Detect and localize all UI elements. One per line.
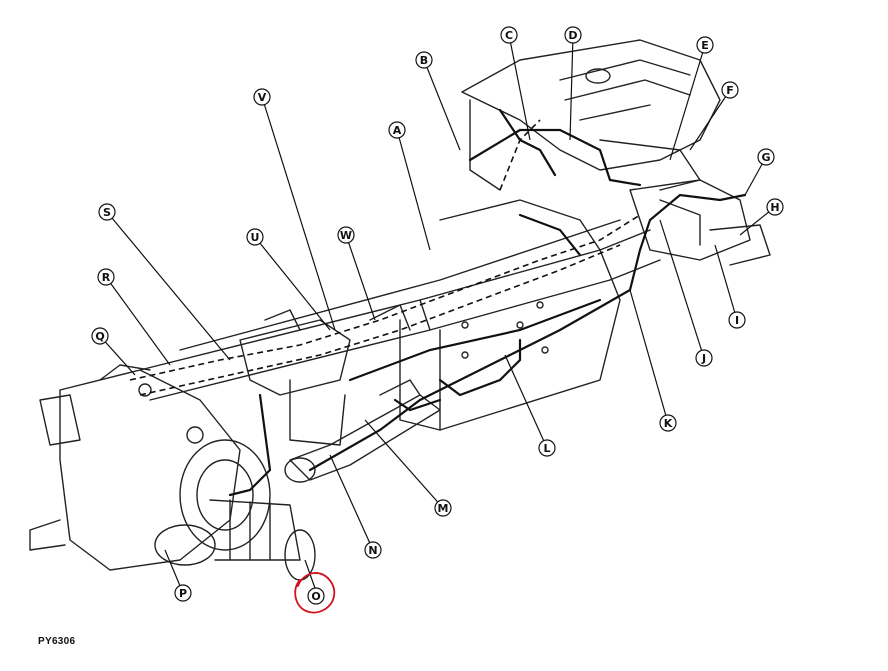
svg-text:N: N — [368, 544, 377, 557]
callout-P: P — [174, 584, 192, 602]
svg-text:I: I — [735, 314, 739, 327]
svg-text:F: F — [726, 84, 734, 97]
svg-text:D: D — [568, 29, 577, 42]
callout-C: C — [500, 26, 518, 44]
callout-N: N — [364, 541, 382, 559]
callout-W: W — [337, 226, 355, 244]
callout-F: F — [721, 81, 739, 99]
callout-R: R — [97, 268, 115, 286]
svg-text:M: M — [438, 502, 449, 515]
callout-labels: A B C D E F G H I J K L M N O P Q R S U … — [91, 26, 784, 605]
svg-text:K: K — [664, 417, 673, 430]
svg-text:U: U — [251, 231, 260, 244]
svg-text:B: B — [420, 54, 428, 67]
callout-S: S — [98, 203, 116, 221]
callout-G: G — [757, 148, 775, 166]
callout-L: L — [538, 439, 556, 457]
tractor-drivetrain-drawing — [29, 39, 771, 581]
callout-O: O — [307, 587, 325, 605]
svg-text:P: P — [179, 587, 187, 600]
callout-V: V — [253, 88, 271, 106]
callout-B: B — [415, 51, 433, 69]
figure-code: PY6306 — [38, 636, 76, 647]
callout-H: H — [766, 198, 784, 216]
callout-highlight-ring — [294, 572, 336, 614]
callout-J: J — [695, 349, 713, 367]
svg-text:V: V — [258, 91, 267, 104]
svg-text:Q: Q — [95, 330, 104, 343]
callout-Q: Q — [91, 327, 109, 345]
svg-text:W: W — [340, 229, 352, 242]
hidden-harness-routing — [129, 119, 641, 396]
callout-U: U — [246, 228, 264, 246]
svg-text:L: L — [543, 442, 550, 455]
callout-K: K — [659, 414, 677, 432]
svg-text:O: O — [311, 590, 320, 603]
svg-text:C: C — [505, 29, 513, 42]
callout-E: E — [696, 36, 714, 54]
callout-I: I — [728, 311, 746, 329]
callout-M: M — [434, 499, 452, 517]
svg-text:J: J — [701, 352, 706, 365]
callout-D: D — [564, 26, 582, 44]
svg-text:H: H — [770, 201, 779, 214]
svg-text:S: S — [103, 206, 111, 219]
svg-text:A: A — [393, 124, 402, 137]
svg-text:E: E — [701, 39, 709, 52]
callout-A: A — [388, 121, 406, 139]
svg-text:R: R — [102, 271, 111, 284]
svg-text:G: G — [761, 151, 770, 164]
